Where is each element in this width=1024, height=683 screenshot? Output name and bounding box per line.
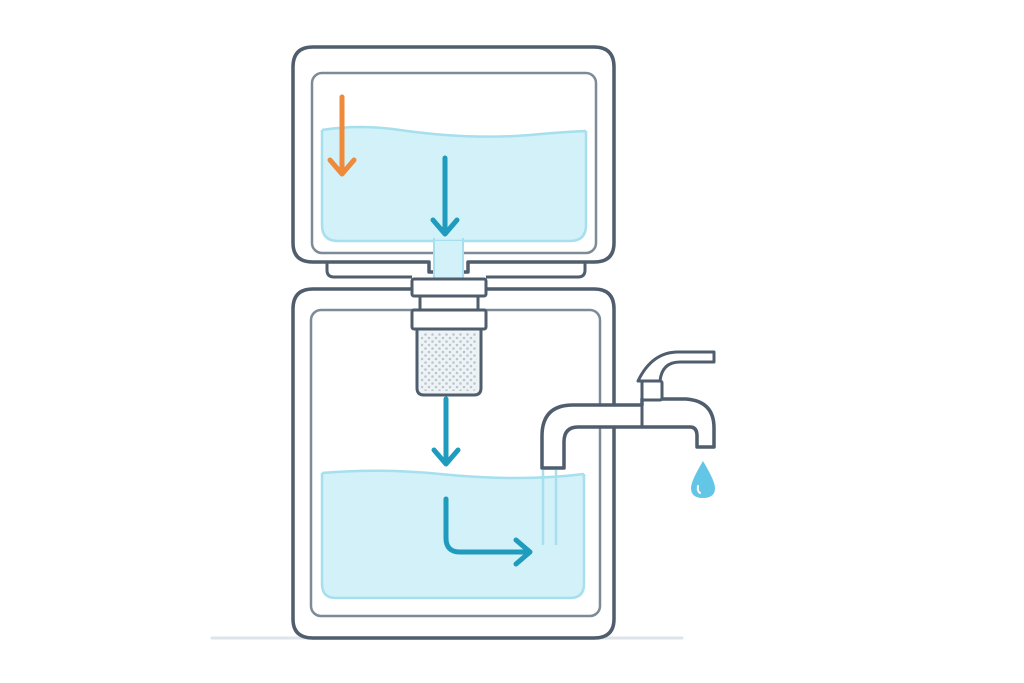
- upper-water-body: [322, 127, 586, 241]
- filter-mesh-dots: [421, 333, 477, 391]
- water-droplet: [691, 461, 715, 498]
- lower-flow-arrow-head: [431, 447, 461, 467]
- upper-reservoir-outer-shell: [291, 45, 616, 274]
- spigot-intake-pipe: [541, 470, 558, 545]
- lower-water-outline: [320, 473, 586, 600]
- lower-water-surface: [321, 469, 585, 480]
- lower-reservoir: [291, 287, 616, 640]
- filter-cap-top: [410, 277, 488, 298]
- water-channel: [434, 241, 463, 282]
- filter-cap-bottom: [410, 308, 488, 331]
- upper-reservoir: [291, 45, 616, 274]
- outflow-arrow-head: [513, 537, 533, 567]
- upper-flow-arrow: [430, 155, 460, 237]
- spigot: [540, 350, 716, 470]
- flow-arrows: [327, 94, 533, 567]
- filter-cap-ring: [418, 294, 480, 312]
- spigot-handle: [636, 350, 716, 383]
- spigot-body: [540, 397, 716, 470]
- outflow-arrow: [443, 496, 533, 567]
- input-arrow-head: [327, 157, 357, 177]
- upper-flow-arrow-head: [430, 217, 460, 237]
- upper-water-surface: [321, 125, 587, 138]
- water-droplet-highlight: [696, 485, 701, 494]
- filter-cartridge: [410, 277, 488, 397]
- reservoir-connector: [325, 238, 587, 282]
- connector-right-wall: [486, 262, 587, 279]
- lower-flow-arrow: [431, 396, 461, 467]
- lower-reservoir-outer-shell: [291, 287, 616, 640]
- spigot-valve-stem: [640, 379, 664, 402]
- lower-water-body: [322, 470, 584, 598]
- input-arrow: [327, 94, 357, 177]
- outflow-arrow-shaft: [443, 496, 531, 555]
- water-channel-outline: [433, 238, 464, 282]
- connector-left-wall: [325, 262, 412, 279]
